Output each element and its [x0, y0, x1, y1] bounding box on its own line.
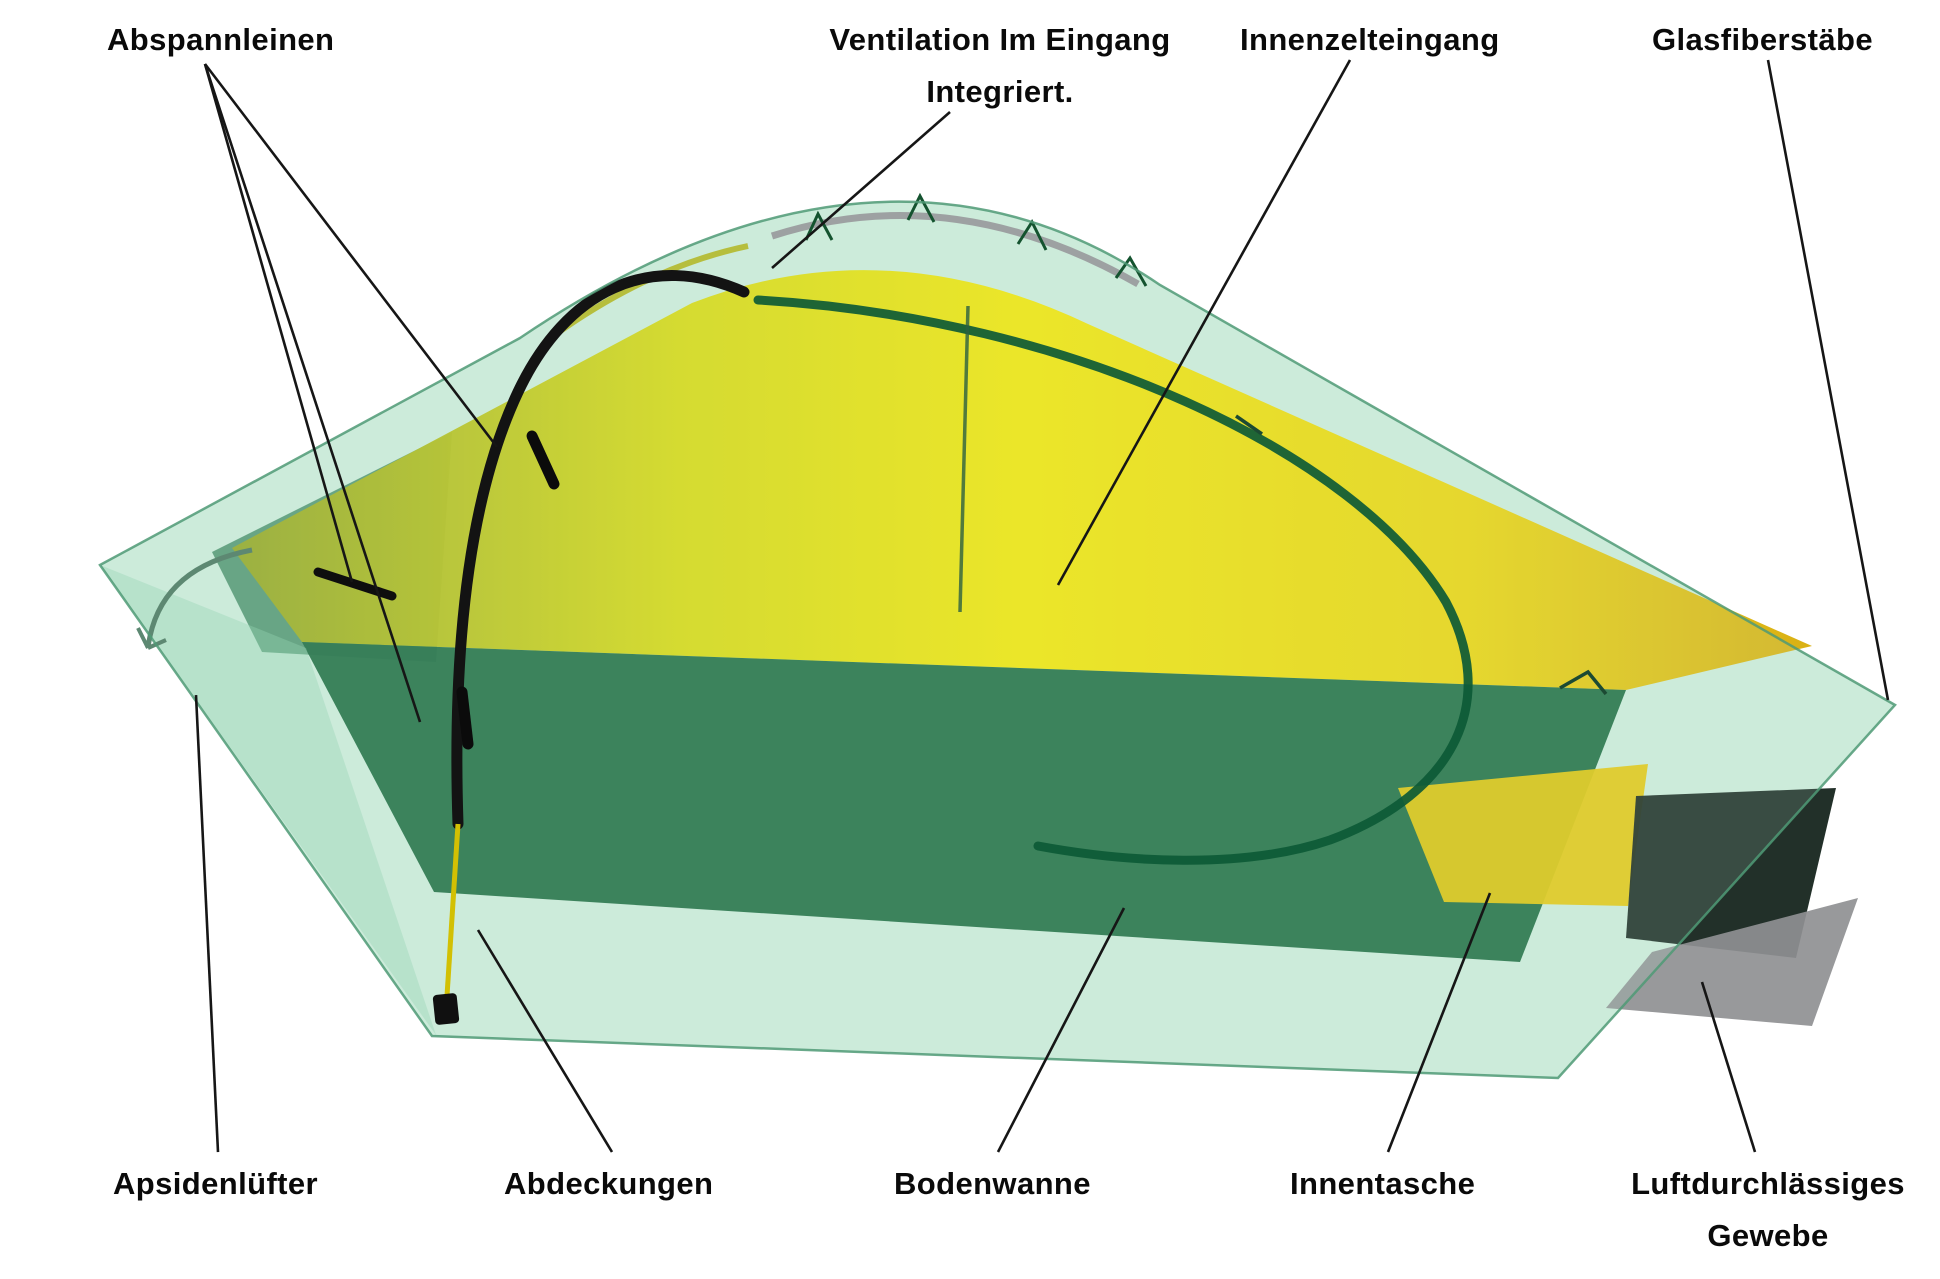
label-abdeckungen: Abdeckungen: [504, 1166, 714, 1201]
breathable-fabric: [1606, 898, 1858, 1026]
cover-strip-lower: [456, 686, 474, 750]
leader-abspannleinen-1: [203, 63, 499, 448]
label-luftdurchlaessiges-line1: Luftdurchlässiges: [1631, 1166, 1905, 1201]
apsis-vent-arc: [145, 547, 253, 649]
label-apsidenluefter: Apsidenlüfter: [113, 1166, 318, 1201]
leader-abspannleinen-3: [203, 63, 354, 583]
label-innentasche: Innentasche: [1290, 1166, 1476, 1201]
leader-glasfiberstaebe: [1766, 59, 1890, 701]
label-bodenwanne: Bodenwanne: [894, 1166, 1091, 1201]
ridge-loops: [804, 192, 1148, 287]
label-innenzelteingang: Innenzelteingang: [1240, 22, 1500, 57]
leader-ventilation: [771, 111, 951, 269]
label-ventilation-line1: Ventilation Im Eingang: [829, 22, 1171, 57]
label-luftdurchlaessiges: Luftdurchlässiges Gewebe: [1600, 1158, 1936, 1262]
door-zip-line: [958, 305, 970, 613]
leader-bodenwanne: [996, 907, 1126, 1153]
inner-tent: [232, 270, 1812, 690]
guy-attachment-strip: [313, 567, 397, 601]
right-dark-panel: [1626, 788, 1836, 958]
label-ventilation: Ventilation Im Eingang Integriert.: [800, 14, 1200, 118]
tent-peg: [432, 993, 460, 1025]
leader-apsidenluefter: [194, 694, 220, 1153]
label-luftdurchlaessiges-line2: Gewebe: [1707, 1218, 1829, 1253]
outer-fly-outline: [98, 200, 1897, 1080]
fly-front-tint: [100, 201, 1895, 1078]
ridge-sleeve-gray: [770, 211, 1140, 288]
leader-lines: [194, 59, 1890, 1153]
cover-strip-upper: [526, 430, 560, 490]
slope-guy-marks: [1235, 414, 1608, 696]
label-abspannleinen: Abspannleinen: [107, 22, 335, 57]
label-ventilation-line2: Integriert.: [926, 74, 1074, 109]
fiberglass-pole: [451, 270, 750, 830]
pole-guyline: [444, 823, 461, 997]
floor-bodenwanne: [302, 642, 1626, 962]
leader-abspannleinen-2: [203, 63, 422, 723]
leader-innentasche: [1386, 892, 1492, 1153]
leader-innenzelteingang: [1056, 59, 1352, 586]
leader-abdeckungen: [476, 929, 614, 1153]
leader-luftdurchlaessiges: [1700, 981, 1757, 1153]
inner-door-outline: [753, 295, 1473, 865]
label-glasfiberstaebe: Glasfiberstäbe: [1652, 22, 1873, 57]
inner-pocket: [1398, 764, 1648, 906]
